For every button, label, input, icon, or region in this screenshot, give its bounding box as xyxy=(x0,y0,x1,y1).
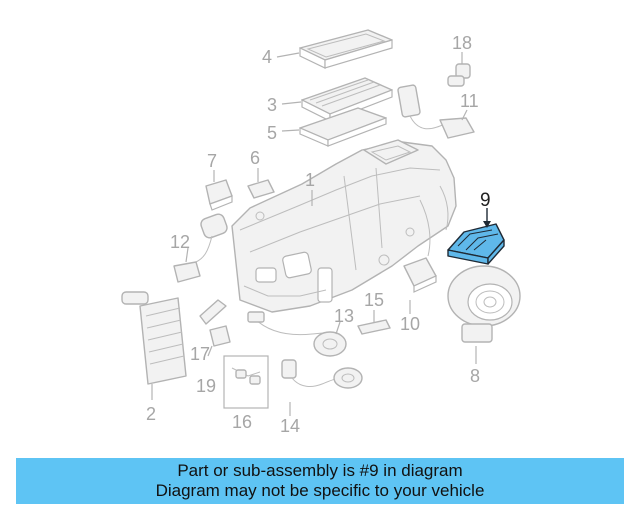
callout-4[interactable]: 4 xyxy=(262,47,272,67)
part-11-actuator[interactable] xyxy=(397,84,475,139)
callout-1[interactable]: 1 xyxy=(305,170,315,190)
callout-16[interactable]: 16 xyxy=(232,412,252,432)
banner-line-1: Part or sub-assembly is #9 in diagram xyxy=(177,461,463,480)
callout-15[interactable]: 15 xyxy=(364,290,384,310)
callout-7[interactable]: 7 xyxy=(207,151,217,171)
part-13-actuator[interactable] xyxy=(247,311,347,357)
callout-5[interactable]: 5 xyxy=(267,123,277,143)
callout-12[interactable]: 12 xyxy=(170,232,190,252)
callout-11[interactable]: 11 xyxy=(460,91,479,111)
part-2-heater-core[interactable] xyxy=(121,291,187,400)
part-8-blower-motor[interactable] xyxy=(447,265,521,364)
callout-8[interactable]: 8 xyxy=(470,366,480,386)
part-12-harness[interactable] xyxy=(173,212,229,283)
part-17-bracket[interactable] xyxy=(199,299,231,357)
part-9-highlighted[interactable] xyxy=(447,223,505,265)
part-4-filter[interactable] xyxy=(299,29,393,69)
leader-4 xyxy=(276,52,300,58)
part-10-resistor[interactable] xyxy=(403,257,437,314)
callout-18[interactable]: 18 xyxy=(452,33,472,53)
callout-17[interactable]: 17 xyxy=(190,344,210,364)
part-1-hvac-case[interactable] xyxy=(231,139,457,313)
callout-3[interactable]: 3 xyxy=(267,95,277,115)
part-18-sensor[interactable] xyxy=(447,52,471,87)
parts-diagram: 4 3 5 18 11 xyxy=(121,29,521,436)
leader-3 xyxy=(281,101,302,105)
part-15-link[interactable] xyxy=(357,310,391,335)
part-6-connector[interactable] xyxy=(247,168,275,199)
callout-6[interactable]: 6 xyxy=(250,148,260,168)
callout-13[interactable]: 13 xyxy=(334,306,354,326)
leader-5 xyxy=(281,129,300,132)
callout-10[interactable]: 10 xyxy=(400,314,420,334)
callout-2[interactable]: 2 xyxy=(146,404,156,424)
callout-9[interactable]: 9 xyxy=(480,190,491,211)
part-16-clip-kit[interactable] xyxy=(223,355,269,409)
info-banner: Part or sub-assembly is #9 in diagram Di… xyxy=(16,458,624,504)
callout-14[interactable]: 14 xyxy=(280,416,300,436)
part-14-actuator[interactable] xyxy=(281,359,363,416)
banner-line-2: Diagram may not be specific to your vehi… xyxy=(155,481,485,500)
callout-19[interactable]: 19 xyxy=(196,376,216,396)
part-7-connector[interactable] xyxy=(205,170,233,211)
leader-9-arrow xyxy=(483,221,491,228)
part-5-frame[interactable] xyxy=(299,107,387,147)
